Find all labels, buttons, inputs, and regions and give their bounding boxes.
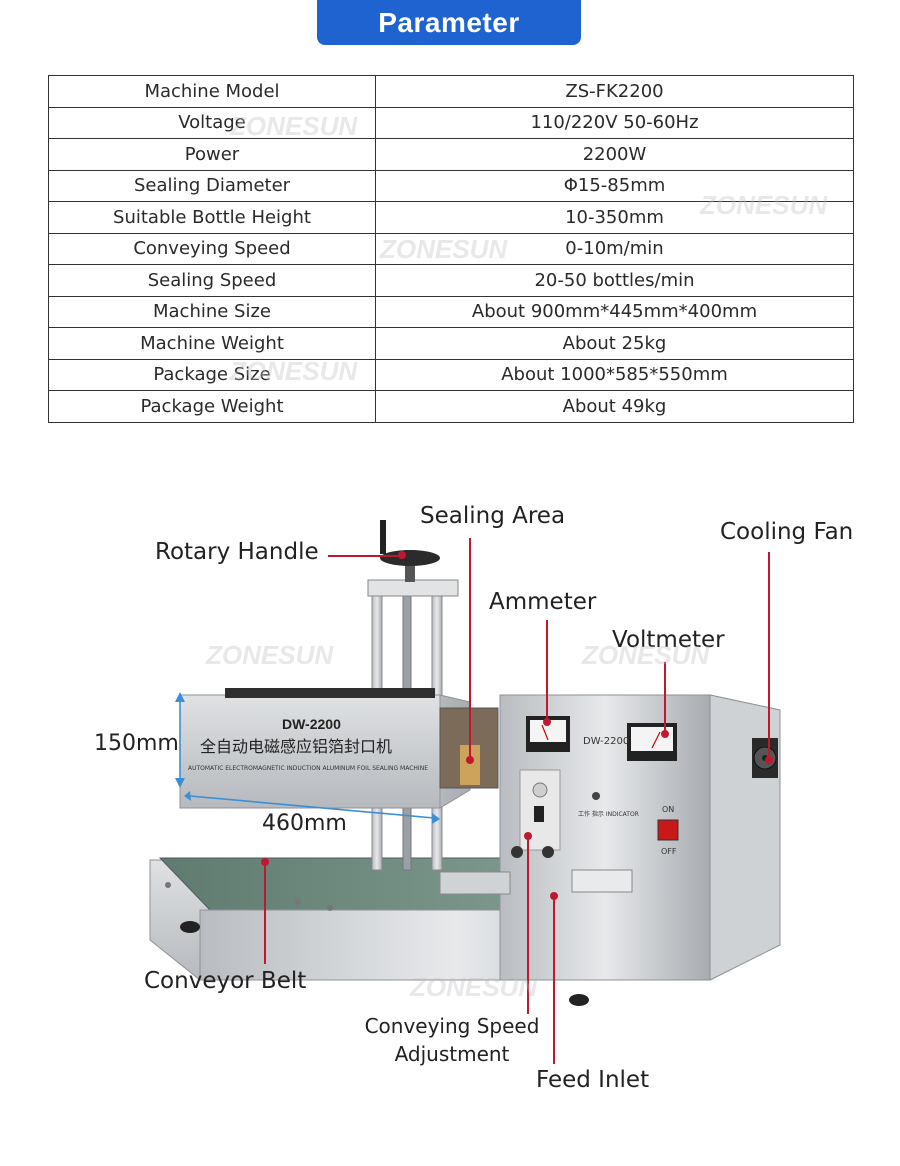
width-dimension-line (189, 795, 435, 819)
param-value: Φ15-85mm (375, 169, 854, 202)
adjust-knob (511, 846, 523, 858)
feed-inlet-label: Feed Inlet (536, 1067, 650, 1093)
conveyor-belt-label: Conveyor Belt (144, 968, 307, 994)
param-value: 110/220V 50-60Hz (375, 106, 854, 139)
bottle-guide (571, 869, 633, 893)
rotary-handle-grip (380, 520, 386, 554)
watermark: ZONESUN (582, 640, 710, 670)
param-key: Machine Model (48, 75, 376, 108)
param-value: 2200W (375, 138, 854, 171)
power-switch (657, 819, 679, 841)
watermark: ZONESUN (206, 640, 334, 670)
cooling-fan-callout-line (768, 552, 770, 760)
voltmeter-callout-line (664, 662, 666, 734)
conveying-speed-adjustment-line1: Conveying Speed (364, 1014, 540, 1038)
indicator-light (592, 792, 600, 800)
voltmeter-callout-dot (661, 730, 669, 738)
watermark: ZONESUN (380, 234, 508, 264)
ammeter-label: Ammeter (489, 589, 597, 615)
sealing-area-callout-dot (466, 756, 474, 764)
voltmeter-label: Voltmeter (612, 627, 725, 653)
width-dimension-label: 460mm (262, 811, 347, 836)
height-dimension-label: 150mm (94, 731, 179, 756)
param-value: About 900mm*445mm*400mm (375, 295, 854, 328)
param-value: About 25kg (375, 327, 854, 360)
indicator-label: 工作 指示 INDICATOR (578, 810, 639, 818)
panel-model-label: DW-2200 (583, 736, 629, 747)
rotary-handle-label: Rotary Handle (155, 539, 319, 565)
speed-adjustment-callout-line (527, 836, 529, 1014)
param-value: About 1000*585*550mm (375, 358, 854, 391)
sealing-coil (460, 745, 480, 785)
watermark: ZONESUN (230, 111, 358, 141)
param-key: Sealing Diameter (48, 169, 376, 202)
conveying-speed-adjustment-label: Conveying Speed Adjustment (362, 1014, 542, 1066)
param-key: Power (48, 138, 376, 171)
bottle-guide (439, 871, 511, 895)
conveyor-belt-callout-line (264, 862, 266, 964)
param-value: ZS-FK2200 (375, 75, 854, 108)
param-key: Machine Weight (48, 327, 376, 360)
cooling-fan-label: Cooling Fan (720, 519, 854, 545)
param-value: About 49kg (375, 390, 854, 423)
off-label: OFF (661, 847, 677, 856)
param-key: Package Weight (48, 390, 376, 423)
model-plate: DW-2200 (282, 716, 341, 732)
param-value: 10-350mm (375, 201, 854, 234)
conveyor-belt-callout-dot (261, 858, 269, 866)
foot (569, 994, 589, 1006)
feed-inlet-callout-line (553, 896, 555, 1064)
sealing-area-callout-line (469, 538, 471, 760)
machine-illustration: DW-2200 工作 指示 INDICATOR ON OFF DW-2200 全… (149, 520, 781, 1006)
english-title: AUTOMATIC ELECTROMAGNETIC INDUCTION ALUM… (188, 765, 428, 772)
param-key: Conveying Speed (48, 232, 376, 265)
page-title: Parameter (317, 0, 581, 45)
param-key: Machine Size (48, 295, 376, 328)
watermark: ZONESUN (700, 190, 828, 220)
cooling-fan-callout-dot (765, 756, 773, 764)
param-value: 0-10m/min (375, 232, 854, 265)
param-value: 20-50 bottles/min (375, 264, 854, 297)
sealing-area-label: Sealing Area (420, 503, 566, 529)
ammeter-callout-dot (543, 718, 551, 726)
watermark: ZONESUN (230, 356, 358, 386)
param-key: Suitable Bottle Height (48, 201, 376, 234)
rotary-handle-callout-dot (398, 551, 406, 559)
speed-adjustment-callout-dot (524, 832, 532, 840)
ammeter-callout-line (546, 620, 548, 722)
rotary-handle-callout-line (328, 555, 402, 557)
rotary-handle-wheel (380, 550, 440, 566)
foot (180, 921, 200, 933)
top-bracket (367, 579, 459, 597)
feed-inlet-callout-dot (550, 892, 558, 900)
on-label: ON (662, 805, 674, 814)
watermark: ZONESUN (410, 972, 538, 1002)
param-key: Sealing Speed (48, 264, 376, 297)
conveying-speed-adjustment-line2: Adjustment (394, 1042, 510, 1066)
chinese-title: 全自动电磁感应铝箔封口机 (200, 737, 392, 756)
vent-slots (225, 688, 435, 698)
adjust-knob (542, 846, 554, 858)
